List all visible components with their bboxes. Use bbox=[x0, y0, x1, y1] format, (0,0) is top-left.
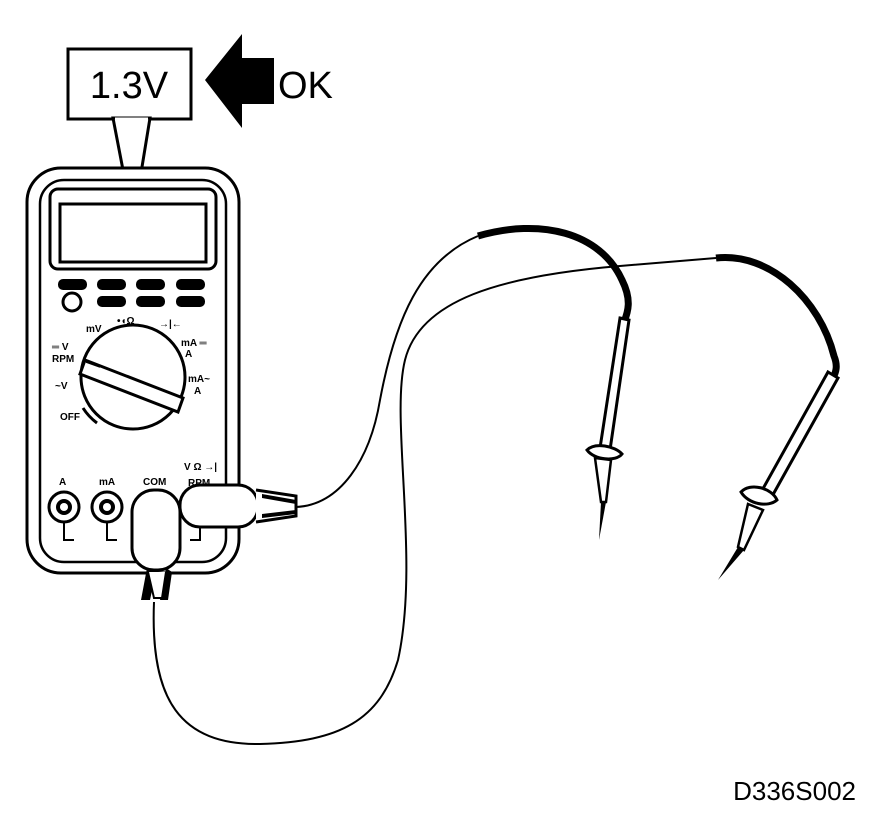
probe-right bbox=[718, 369, 841, 580]
test-leads bbox=[152, 224, 840, 746]
dial-label-continuity: •◖Ω bbox=[117, 316, 135, 327]
dial-label-rpm: RPM bbox=[52, 354, 74, 365]
dial-label-ac-ma: mA~ bbox=[188, 374, 210, 385]
dial-label-ac-a: A bbox=[194, 386, 201, 397]
dial-label-dc-v: ═ V bbox=[51, 342, 69, 353]
jack-label-rpm: RPM bbox=[188, 478, 210, 489]
v-lead-plug bbox=[178, 483, 298, 529]
reading-value: 1.3V bbox=[90, 65, 169, 107]
jack-label-v-ohm: V Ω →| bbox=[184, 462, 217, 473]
dial-label-mv: mV bbox=[86, 324, 102, 335]
button-row bbox=[58, 279, 205, 313]
ok-label: OK bbox=[278, 65, 333, 107]
multimeter-body: mV •◖Ω →|← ═ V RPM ~V OFF mA ═ A mA~ A A… bbox=[25, 166, 241, 575]
dial-label-diode: →|← bbox=[159, 319, 182, 330]
com-lead-plug bbox=[130, 488, 182, 600]
dial-label-off: OFF bbox=[60, 412, 80, 423]
jack-label-com: COM bbox=[143, 477, 166, 488]
dial-label-dc-ma: mA ═ bbox=[181, 338, 208, 349]
rotary-dial bbox=[78, 323, 187, 431]
dial-label-dc-a: A bbox=[185, 349, 192, 360]
lcd-display bbox=[58, 202, 208, 264]
ok-indicator: OK bbox=[205, 34, 333, 128]
dial-label-ac-v: ~V bbox=[55, 381, 68, 392]
left-arrow-icon bbox=[205, 34, 274, 128]
jack-label-a: A bbox=[59, 477, 66, 488]
jack-label-ma: mA bbox=[99, 477, 115, 488]
input-jacks bbox=[47, 490, 201, 541]
figure-code: D336S002 bbox=[733, 776, 856, 806]
probe-left bbox=[585, 316, 631, 540]
